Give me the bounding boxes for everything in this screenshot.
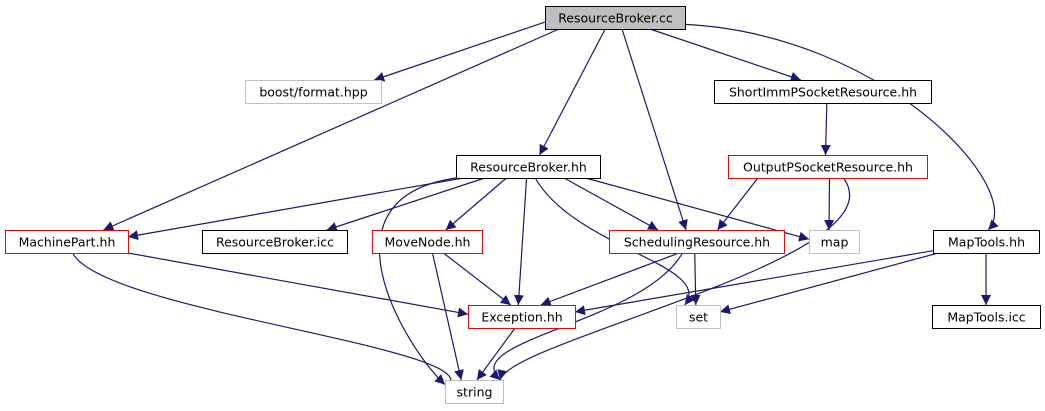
node-string[interactable]: string [445, 380, 504, 404]
node-label: MachinePart.hh [19, 235, 116, 250]
node-map[interactable]: map [809, 230, 860, 254]
node-resourcebroker-cc[interactable]: ResourceBroker.cc [545, 6, 686, 30]
node-label: ResourceBroker.hh [470, 160, 587, 175]
node-box [445, 380, 504, 404]
edge-resourcebroker-cc-to-schedulingresource-hh [621, 28, 688, 231]
node-label: MapTools.hh [948, 235, 1025, 250]
edge-machinepart-hh-to-string [72, 252, 457, 390]
node-label: MoveNode.hh [385, 235, 471, 250]
node-machinepart-hh[interactable]: MachinePart.hh [5, 230, 129, 254]
edge-resourcebroker-hh-to-schedulingresource-hh [563, 177, 659, 231]
node-label: string [457, 385, 493, 400]
edge-resourcebroker-cc-to-machinepart-hh [103, 28, 560, 231]
node-box [5, 230, 129, 254]
node-boost-format-hpp[interactable]: boost/format.hpp [245, 80, 382, 104]
node-box [714, 80, 932, 104]
node-maptools-hh[interactable]: MapTools.hh [933, 230, 1040, 254]
node-label: ResourceBroker.cc [558, 11, 673, 26]
node-box [202, 230, 348, 254]
node-box [609, 230, 785, 254]
node-label: OutputPSocketResource.hh [743, 160, 913, 175]
edge-resourcebroker-cc-to-boost-format-hpp [374, 21, 546, 82]
node-box [933, 230, 1040, 254]
node-resourcebroker-icc[interactable]: ResourceBroker.icc [202, 230, 348, 254]
edge-resourcebroker-hh-to-movenode-hh [445, 177, 507, 231]
node-schedulingresource-hh[interactable]: SchedulingResource.hh [609, 230, 785, 254]
node-label: ResourceBroker.icc [216, 235, 334, 250]
node-label: boost/format.hpp [259, 85, 367, 100]
node-box [456, 155, 601, 179]
node-box [932, 305, 1041, 329]
edge-resourcebroker-hh-to-machinepart-hh [127, 177, 464, 241]
edge-maptools-hh-to-exception-hh [574, 250, 934, 316]
node-maptools-icc[interactable]: MapTools.icc [932, 305, 1041, 329]
node-box [728, 155, 928, 179]
node-label: set [689, 310, 708, 325]
node-outputpsocketresource-hh[interactable]: OutputPSocketResource.hh [728, 155, 928, 179]
node-movenode-hh[interactable]: MoveNode.hh [372, 230, 483, 254]
edge-resourcebroker-cc-to-shortimmpsocketresource-hh [649, 28, 801, 82]
edge-resourcebroker-hh-to-exception-hh [513, 177, 528, 306]
edge-outputpsocketresource-hh-to-string [497, 177, 851, 381]
node-box [676, 305, 721, 329]
edge-outputpsocketresource-hh-to-schedulingresource-hh [717, 177, 759, 231]
node-set[interactable]: set [676, 305, 721, 329]
nodes-layer: ResourceBroker.cc boost/format.hpp ShortIm… [5, 6, 1041, 404]
edge-movenode-hh-to-string [431, 252, 464, 381]
edge-shortimmpsocketresource-hh-to-outputpsocketresource-hh [820, 102, 831, 156]
node-box [545, 6, 686, 30]
edge-resourcebroker-cc-to-maptools-hh [684, 23, 999, 231]
node-box [245, 80, 382, 104]
node-label: map [821, 235, 849, 250]
node-label: ShortImmPSocketResource.hh [729, 85, 917, 100]
node-label: MapTools.icc [947, 310, 1025, 325]
edge-machinepart-hh-to-exception-hh [127, 252, 469, 318]
node-resourcebroker-hh[interactable]: ResourceBroker.hh [456, 155, 601, 179]
edge-resourcebroker-cc-to-resourcebroker-hh [538, 28, 606, 156]
node-label: SchedulingResource.hh [624, 235, 770, 250]
edge-movenode-hh-to-exception-hh [443, 252, 512, 306]
node-exception-hh[interactable]: Exception.hh [468, 305, 576, 329]
node-box [809, 230, 860, 254]
edges-layer [72, 21, 999, 390]
node-box [372, 230, 483, 254]
edge-exception-hh-to-string [476, 327, 516, 381]
edge-maptools-hh-to-set [719, 252, 939, 315]
edge-resourcebroker-hh-to-resourcebroker-icc [326, 177, 485, 232]
edge-schedulingresource-hh-to-exception-hh [540, 252, 680, 307]
edge-resourcebroker-hh-to-map [585, 177, 810, 242]
node-label: Exception.hh [481, 310, 562, 325]
edge-schedulingresource-hh-to-set [690, 252, 701, 306]
node-shortimmpsocketresource-hh[interactable]: ShortImmPSocketResource.hh [714, 80, 932, 104]
node-box [468, 305, 576, 329]
